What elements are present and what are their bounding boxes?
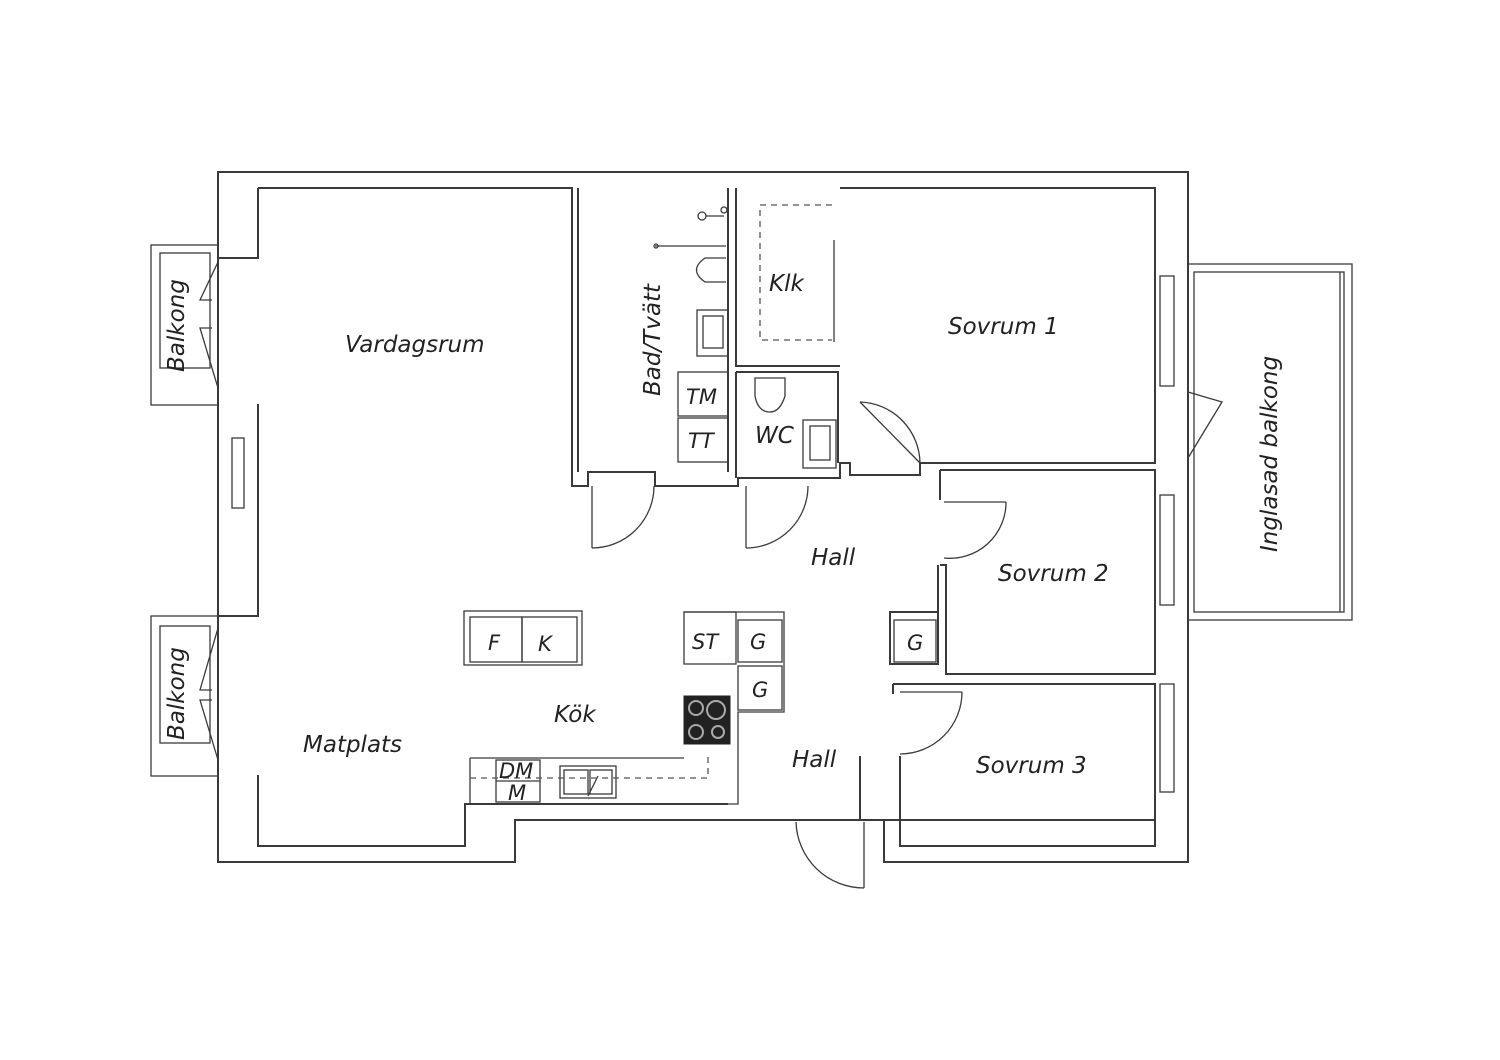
label-bad-tvatt: Bad/Tvätt: [640, 283, 666, 396]
label-dm: DM: [499, 759, 533, 783]
label-klk: Klk: [769, 271, 805, 297]
label-kok: Kök: [554, 702, 597, 728]
fixture-labels: TM TT F K ST G G G DM M: [488, 385, 923, 805]
label-vardagsrum: Vardagsrum: [345, 332, 485, 358]
glazed-balcony: [1187, 263, 1353, 621]
label-tt: TT: [688, 429, 716, 453]
label-f: F: [488, 631, 501, 655]
label-matplats: Matplats: [303, 732, 402, 758]
window-left: [231, 437, 245, 509]
bathroom-fixtures: [653, 206, 837, 469]
balcony-lower: [150, 615, 219, 777]
label-sovrum1: Sovrum 1: [948, 314, 1059, 340]
balcony-upper: [150, 244, 219, 406]
label-g3: G: [907, 631, 923, 655]
kitchen-island: [463, 610, 583, 666]
label-hall-lower: Hall: [792, 747, 837, 773]
label-g2: G: [752, 678, 768, 702]
label-g1: G: [750, 630, 766, 654]
label-wc: WC: [755, 423, 794, 449]
label-hall-upper: Hall: [811, 545, 856, 571]
label-tm: TM: [686, 385, 717, 409]
counter-outline: [470, 756, 709, 779]
sink: [559, 765, 617, 799]
closet-outline: [759, 204, 832, 341]
label-balkong-lower: Balkong: [164, 647, 190, 740]
label-inglasad-balkong: Inglasad balkong: [1257, 356, 1283, 552]
windows-right: [1159, 275, 1175, 793]
label-balkong-upper: Balkong: [164, 279, 190, 372]
label-st: ST: [692, 630, 720, 654]
label-sovrum2: Sovrum 2: [998, 561, 1109, 587]
doors: [591, 401, 1007, 889]
label-m: M: [508, 781, 526, 805]
kitchen-units: [469, 611, 937, 805]
label-sovrum3: Sovrum 3: [976, 753, 1087, 779]
room-labels: Vardagsrum Matplats Kök Klk WC Hall Hall…: [164, 271, 1283, 779]
label-k: K: [538, 632, 554, 656]
